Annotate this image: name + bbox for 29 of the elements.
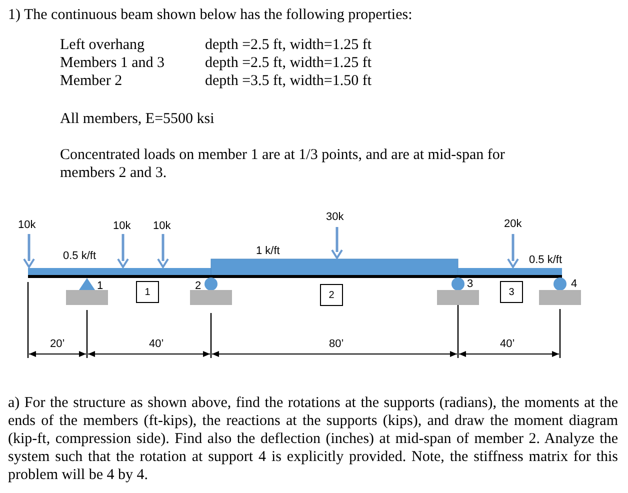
note-text: Concentrated loads on member 1 are at 1/3 points, and are at mid-span for members 2 and 3.: [60, 146, 506, 182]
problem-text: a) For the structure as shown above, find the rotations at the supports (radians), the moments at the ends of the members (ft-kips), the reactions at the supports (kips), and draw the moment diagram (kip-ft, compression side). Find also the deflection (inches) at mid-span of member 2. Analyze the system such that the rotation at support 4 is explicitly provided. Note, the stiffness matrix for this problem will be 4 by 4.: [8, 394, 618, 484]
dimension-label: 80’: [329, 338, 344, 351]
member-number-box: 3: [500, 281, 523, 303]
support-number: 4: [571, 278, 578, 291]
load-label: 10k: [18, 219, 36, 232]
distributed-load-label: 0.5 k/ft: [529, 254, 562, 267]
property-label: Members 1 and 3: [60, 54, 165, 72]
dimension-label: 20’: [50, 338, 65, 351]
support-number: 3: [467, 278, 474, 291]
support-number: 1: [97, 280, 104, 293]
property-value: depth =3.5 ft, width=1.50 ft: [205, 72, 372, 90]
load-label: 10k: [113, 220, 131, 233]
load-label: 20k: [504, 218, 522, 231]
member-number-box: 1: [136, 281, 159, 303]
property-value: depth =2.5 ft, width=1.25 ft: [205, 36, 372, 54]
load-label: 10k: [153, 220, 171, 233]
distributed-load-label: 0.5 k/ft: [63, 250, 96, 263]
property-label: Left overhang: [60, 36, 145, 54]
support-number: 2: [195, 280, 202, 293]
dimension-label: 40’: [149, 338, 164, 351]
property-label: Member 2: [60, 72, 122, 90]
load-label: 30k: [326, 211, 344, 224]
dimension-label: 40’: [500, 338, 515, 351]
member-number-box: 2: [320, 284, 343, 306]
distributed-load-label: 1 k/ft: [256, 245, 280, 258]
title: 1) The continuous beam shown below has the following properties:: [8, 6, 412, 24]
property-value: depth =2.5 ft, width=1.25 ft: [205, 54, 372, 72]
note-text: All members, E=5500 ksi: [60, 110, 214, 128]
